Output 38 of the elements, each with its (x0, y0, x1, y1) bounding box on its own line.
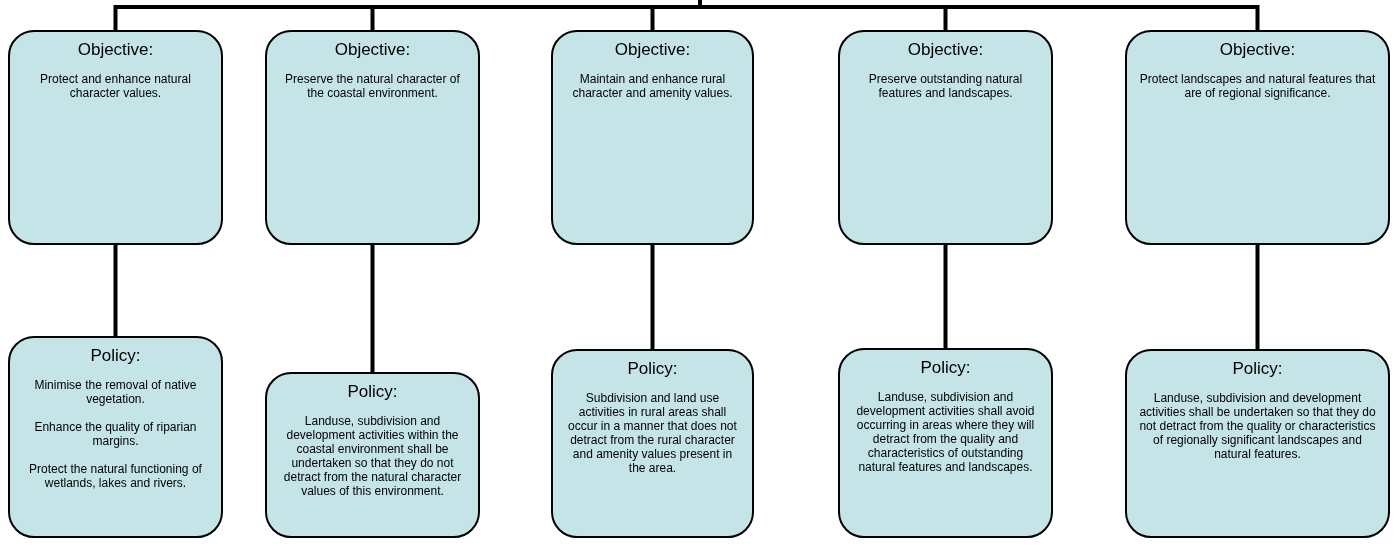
objective-box (838, 30, 1053, 245)
box-text: Landuse, subdivision and development activities within the coastal environment shall be undertaken so that they do not detract from the natural character values of this environment. (282, 414, 463, 498)
box-heading: Objective: (906, 40, 985, 60)
objective-box (265, 30, 480, 245)
box-heading: Policy: (346, 382, 399, 402)
box-text: Landuse, subdivision and development activities shall be undertaken so that they do not detract from the quality or characteristics of regionally significant landscapes and natural features. (1139, 391, 1376, 461)
objective-box (1125, 30, 1390, 245)
box-heading: Policy: (919, 358, 972, 378)
policy-box (838, 348, 1053, 538)
box-text: Preserve the natural character of the coastal environment. (284, 72, 461, 100)
box-text: Minimise the removal of native vegetation. (33, 378, 198, 406)
box-heading: Objective: (76, 40, 155, 60)
connector-line (113, 245, 118, 336)
box-text: Protect landscapes and natural features that are of regional significance. (1139, 72, 1376, 100)
connector-line (1255, 245, 1260, 349)
connector-line (943, 245, 948, 348)
box-text: Subdivision and land use activities in rural areas shall occur in a manner that does not detract from the rural character and amenity values present in the area. (567, 391, 738, 475)
box-heading: Policy: (626, 359, 679, 379)
connector-line (698, 0, 1260, 30)
box-text: Preserve outstanding natural features and landscapes. (867, 72, 1024, 100)
connector-line (370, 245, 375, 372)
box-text: Enhance the quality of riparian margins. (33, 420, 198, 448)
objective-box (8, 30, 223, 245)
policy-box (551, 349, 754, 538)
policy-box (8, 336, 223, 538)
policy-box (1125, 349, 1390, 538)
box-text: Landuse, subdivision and development activities shall avoid occurring in areas where they will detract from the quality and characteristics of outstanding natural features and landscapes. (855, 390, 1036, 474)
policy-box (265, 372, 480, 538)
box-heading: Policy: (89, 346, 142, 366)
box-heading: Objective: (1218, 40, 1297, 60)
box-heading: Objective: (333, 40, 412, 60)
box-heading: Policy: (1231, 359, 1284, 379)
box-text: Protect and enhance natural character values. (39, 72, 192, 100)
box-heading: Objective: (613, 40, 692, 60)
objective-box (551, 30, 754, 245)
box-text: Protect the natural functioning of wetlands, lakes and rivers. (28, 462, 203, 490)
connector-line (650, 245, 655, 349)
box-text: Maintain and enhance rural character and amenity values. (571, 72, 734, 100)
